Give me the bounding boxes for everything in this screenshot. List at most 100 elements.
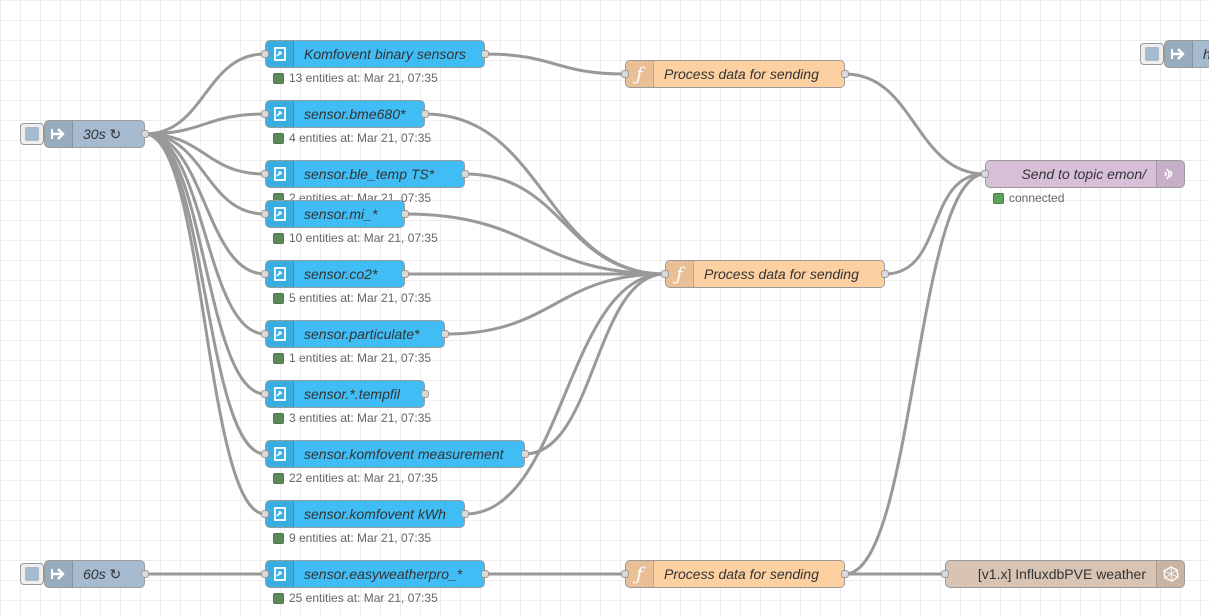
inject-30s-trigger-button[interactable]: [20, 123, 44, 145]
ha-node-label: sensor.mi_*: [304, 206, 378, 222]
wire-ha-to-function[interactable]: [524, 272, 666, 456]
ha-entity-icon: [266, 561, 294, 587]
output-port[interactable]: [481, 50, 489, 58]
input-port[interactable]: [261, 170, 269, 178]
output-port[interactable]: [481, 570, 489, 578]
arrow-right-icon: [45, 121, 73, 147]
ha-node-co2[interactable]: sensor.co2*: [261, 260, 409, 288]
function-node-bottom[interactable]: ƒ Process data for sending: [621, 560, 849, 588]
output-port[interactable]: [441, 330, 449, 338]
ha-node-komfovent-kwh[interactable]: sensor.komfovent kWh: [261, 500, 469, 528]
input-port[interactable]: [661, 270, 669, 278]
wire-function-to-mqtt[interactable]: [844, 172, 986, 576]
ha-entity-icon: [266, 501, 294, 527]
wire-inject-to-ha[interactable]: [144, 112, 266, 136]
function-node-middle[interactable]: ƒ Process data for sending: [661, 260, 889, 288]
wire-ha-to-function[interactable]: [464, 172, 666, 276]
output-port[interactable]: [461, 510, 469, 518]
ha-node-easyweatherpro[interactable]: sensor.easyweatherpro_*: [261, 560, 489, 588]
output-port[interactable]: [421, 110, 429, 118]
ha-entity-icon: [266, 321, 294, 347]
output-port[interactable]: [401, 270, 409, 278]
inject-node-30s[interactable]: 30s ↻: [44, 120, 149, 148]
node-status: 22 entities at: Mar 21, 07:35: [273, 471, 438, 485]
mqtt-out-node[interactable]: Send to topic emon/: [981, 160, 1185, 188]
function-node-label: Process data for sending: [704, 266, 859, 282]
wire-inject-to-ha[interactable]: [144, 132, 266, 216]
output-port[interactable]: [461, 170, 469, 178]
output-port[interactable]: [141, 130, 149, 138]
mqtt-wifi-icon: [1156, 161, 1184, 187]
output-port[interactable]: [841, 70, 849, 78]
wire-function-to-mqtt[interactable]: [884, 172, 986, 276]
offscreen-node[interactable]: h: [1164, 40, 1209, 68]
wire-inject-to-ha[interactable]: [144, 132, 266, 396]
influx-icon: [1156, 561, 1184, 587]
wire-inject-to-ha[interactable]: [144, 132, 266, 336]
inject-node-label: 60s ↻: [83, 565, 122, 582]
ha-node-bme680[interactable]: sensor.bme680*: [261, 100, 429, 128]
ha-entity-icon: [266, 101, 294, 127]
input-port[interactable]: [261, 330, 269, 338]
node-status: 25 entities at: Mar 21, 07:35: [273, 591, 438, 605]
ha-node-label: sensor.particulate*: [304, 326, 420, 342]
wire-ha-to-function[interactable]: [404, 212, 666, 276]
function-node-top[interactable]: ƒ Process data for sending: [621, 60, 849, 88]
arrow-right-icon: [45, 561, 73, 587]
ha-node-komfovent-measurement[interactable]: sensor.komfovent measurement: [261, 440, 529, 468]
input-port[interactable]: [261, 390, 269, 398]
inject-node-60s[interactable]: 60s ↻: [44, 560, 149, 588]
node-status: 5 entities at: Mar 21, 07:35: [273, 291, 431, 305]
input-port[interactable]: [621, 70, 629, 78]
input-port[interactable]: [941, 570, 949, 578]
wire-ha-to-function[interactable]: [484, 52, 626, 76]
output-port[interactable]: [421, 390, 429, 398]
ha-entity-icon: [266, 201, 294, 227]
wire-inject-to-ha[interactable]: [144, 52, 266, 136]
input-port[interactable]: [261, 110, 269, 118]
ha-entity-icon: [266, 261, 294, 287]
influx-out-node[interactable]: [v1.x] InfluxdbPVE weather: [941, 560, 1185, 588]
input-port[interactable]: [261, 450, 269, 458]
ha-node-mi[interactable]: sensor.mi_*: [261, 200, 409, 228]
inject-60s-trigger-button[interactable]: [20, 563, 44, 585]
ha-node-label: sensor.*.tempfil: [304, 386, 400, 402]
offscreen-node-label: h: [1193, 46, 1209, 62]
ha-node-label: sensor.ble_temp TS*: [304, 166, 435, 182]
ha-entity-icon: [266, 441, 294, 467]
ha-node-ble-temp[interactable]: sensor.ble_temp TS*: [261, 160, 469, 188]
wire-ha-to-function[interactable]: [464, 272, 666, 516]
node-status: 13 entities at: Mar 21, 07:35: [273, 71, 438, 85]
node-status: 3 entities at: Mar 21, 07:35: [273, 411, 431, 425]
offscreen-inject-button[interactable]: [1140, 43, 1164, 65]
ha-node-komfovent-binary[interactable]: Komfovent binary sensors: [261, 40, 489, 68]
function-icon: ƒ: [626, 561, 654, 587]
input-port[interactable]: [261, 50, 269, 58]
output-port[interactable]: [841, 570, 849, 578]
output-port[interactable]: [881, 270, 889, 278]
influx-node-label: [v1.x] InfluxdbPVE weather: [977, 566, 1146, 582]
node-status: 10 entities at: Mar 21, 07:35: [273, 231, 438, 245]
output-port[interactable]: [521, 450, 529, 458]
input-port[interactable]: [621, 570, 629, 578]
function-icon: ƒ: [666, 261, 694, 287]
input-port[interactable]: [261, 270, 269, 278]
ha-node-particulate[interactable]: sensor.particulate*: [261, 320, 449, 348]
input-port[interactable]: [261, 210, 269, 218]
wire-inject-to-ha[interactable]: [144, 132, 266, 516]
function-node-label: Process data for sending: [664, 66, 819, 82]
ha-node-label: sensor.easyweatherpro_*: [304, 566, 463, 582]
ha-node-tempfil[interactable]: sensor.*.tempfil: [261, 380, 429, 408]
wire-inject-to-ha[interactable]: [144, 132, 266, 456]
wire-ha-to-function[interactable]: [444, 272, 666, 336]
input-port[interactable]: [981, 170, 989, 178]
output-port[interactable]: [141, 570, 149, 578]
wire-inject-to-ha[interactable]: [144, 132, 266, 276]
wire-function-to-mqtt[interactable]: [844, 72, 986, 176]
input-port[interactable]: [261, 570, 269, 578]
ha-entity-icon: [266, 41, 294, 67]
input-port[interactable]: [261, 510, 269, 518]
inject-node-label: 30s ↻: [83, 125, 122, 142]
ha-node-label: sensor.co2*: [304, 266, 378, 282]
output-port[interactable]: [401, 210, 409, 218]
